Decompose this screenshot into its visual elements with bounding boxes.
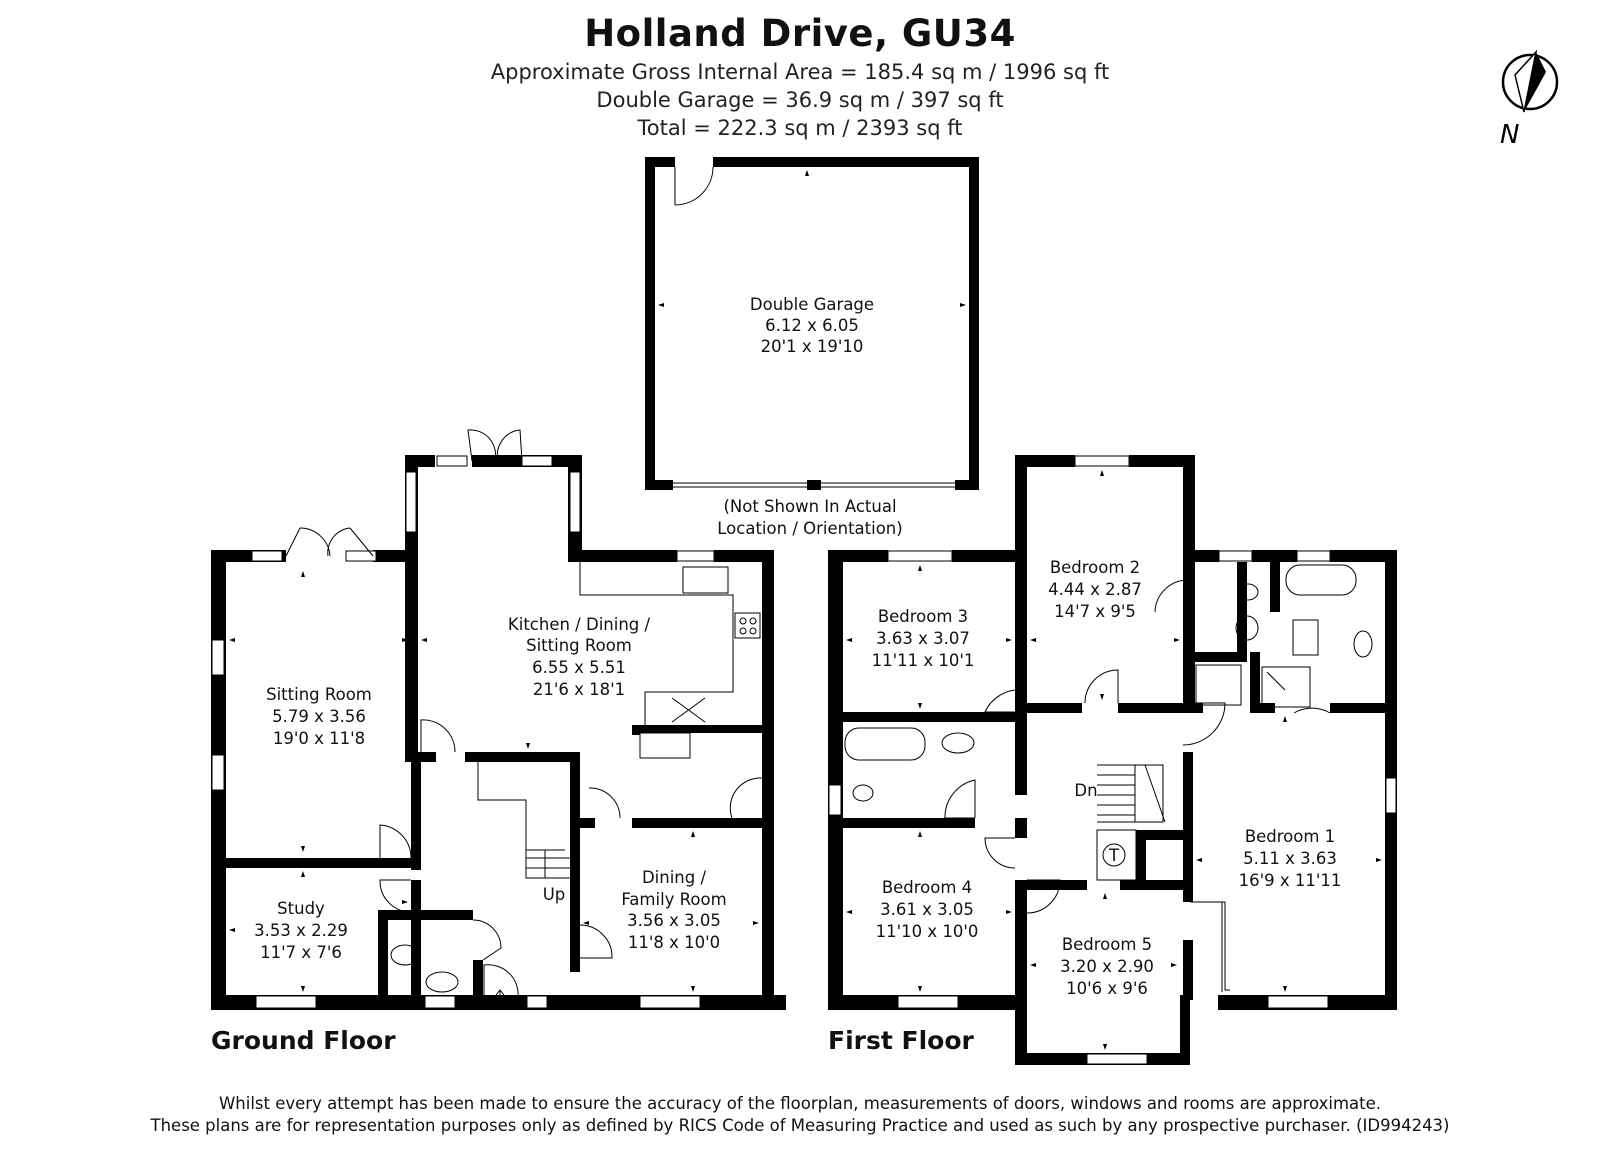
stairs-up-label: Up (543, 885, 566, 904)
room-bedroom-3: Bedroom 3 3.63 x 3.07 11'11 x 10'1 (872, 607, 975, 670)
north-arrow-icon: N (1500, 49, 1559, 150)
plan-title: Holland Drive, GU34 (584, 12, 1016, 55)
room-size-imperial: 14'7 x 9'5 (1054, 602, 1136, 621)
room-bedroom-2: Bedroom 2 4.44 x 2.87 14'7 x 9'5 (1048, 558, 1142, 621)
disclaimer-line1: Whilst every attempt has been made to en… (218, 1094, 1382, 1113)
room-size-imperial: 11'10 x 10'0 (876, 922, 979, 941)
room-name: Bedroom 4 (882, 878, 972, 897)
room-bedroom-4: Bedroom 4 3.61 x 3.05 11'10 x 10'0 (876, 878, 979, 941)
room-sitting-room: Sitting Room 5.79 x 3.56 19'0 x 11'8 (266, 685, 372, 748)
first-floor-plan (828, 455, 1397, 1065)
room-size-imperial: 11'8 x 10'0 (628, 933, 720, 952)
room-size-imperial: 11'7 x 7'6 (260, 943, 342, 962)
stairs-down-label: Dn (1074, 781, 1097, 800)
compass-label: N (1500, 120, 1519, 150)
room-size-metric: 6.55 x 5.51 (532, 658, 626, 677)
room-size-metric: 3.20 x 2.90 (1060, 957, 1154, 976)
room-size-metric: 5.79 x 3.56 (272, 707, 366, 726)
room-name: Study (277, 899, 325, 918)
room-name: Bedroom 1 (1245, 827, 1335, 846)
room-name-line1: Kitchen / Dining / (508, 615, 651, 634)
room-name-line2: Family Room (621, 890, 726, 909)
room-name: Bedroom 3 (878, 607, 968, 626)
garage-note-line1: (Not Shown In Actual (723, 497, 896, 516)
room-size-imperial: 16'9 x 11'11 (1239, 871, 1342, 890)
room-size-imperial: 21'6 x 18'1 (533, 680, 625, 699)
room-bedroom-1: Bedroom 1 5.11 x 3.63 16'9 x 11'11 (1239, 827, 1342, 890)
ground-floor-label: Ground Floor (211, 1026, 396, 1055)
room-size-metric: 4.44 x 2.87 (1048, 580, 1142, 599)
room-size-metric: 3.56 x 3.05 (627, 911, 721, 930)
room-name-line1: Dining / (642, 868, 707, 887)
ground-floor-plan (211, 429, 786, 1010)
room-bedroom-5: Bedroom 5 3.20 x 2.90 10'6 x 9'6 (1060, 935, 1154, 998)
room-size-metric: 5.11 x 3.63 (1243, 849, 1337, 868)
room-name: Double Garage (750, 295, 874, 314)
room-kitchen-dining-sitting: Kitchen / Dining / Sitting Room 6.55 x 5… (508, 615, 651, 699)
first-floor-label: First Floor (828, 1026, 974, 1055)
disclaimer-line2: These plans are for representation purpo… (150, 1116, 1450, 1135)
room-size-metric: 3.61 x 3.05 (880, 900, 974, 919)
tank-label: T (1108, 846, 1120, 865)
room-name: Bedroom 2 (1050, 558, 1140, 577)
garage-note: (Not Shown In Actual Location / Orientat… (717, 497, 902, 538)
room-name-line2: Sitting Room (526, 636, 632, 655)
room-size-metric: 6.12 x 6.05 (765, 316, 859, 335)
room-size-imperial: 19'0 x 11'8 (273, 729, 365, 748)
room-name: Bedroom 5 (1062, 935, 1152, 954)
total-area: Total = 222.3 sq m / 2393 sq ft (637, 116, 963, 140)
room-size-metric: 3.53 x 2.29 (254, 921, 348, 940)
room-size-imperial: 20'1 x 19'10 (761, 337, 864, 356)
room-size-imperial: 11'11 x 10'1 (872, 651, 975, 670)
room-name: Sitting Room (266, 685, 372, 704)
garage-area: Double Garage = 36.9 sq m / 397 sq ft (596, 88, 1004, 112)
room-dining-family: Dining / Family Room 3.56 x 3.05 11'8 x … (621, 868, 726, 952)
room-size-imperial: 10'6 x 9'6 (1066, 979, 1148, 998)
room-size-metric: 3.63 x 3.07 (876, 629, 970, 648)
garage-note-line2: Location / Orientation) (717, 519, 902, 538)
room-study: Study 3.53 x 2.29 11'7 x 7'6 (254, 899, 348, 962)
room-double-garage: Double Garage 6.12 x 6.05 20'1 x 19'10 (750, 295, 874, 356)
garage-plan (645, 157, 979, 490)
gross-internal-area: Approximate Gross Internal Area = 185.4 … (490, 60, 1110, 84)
